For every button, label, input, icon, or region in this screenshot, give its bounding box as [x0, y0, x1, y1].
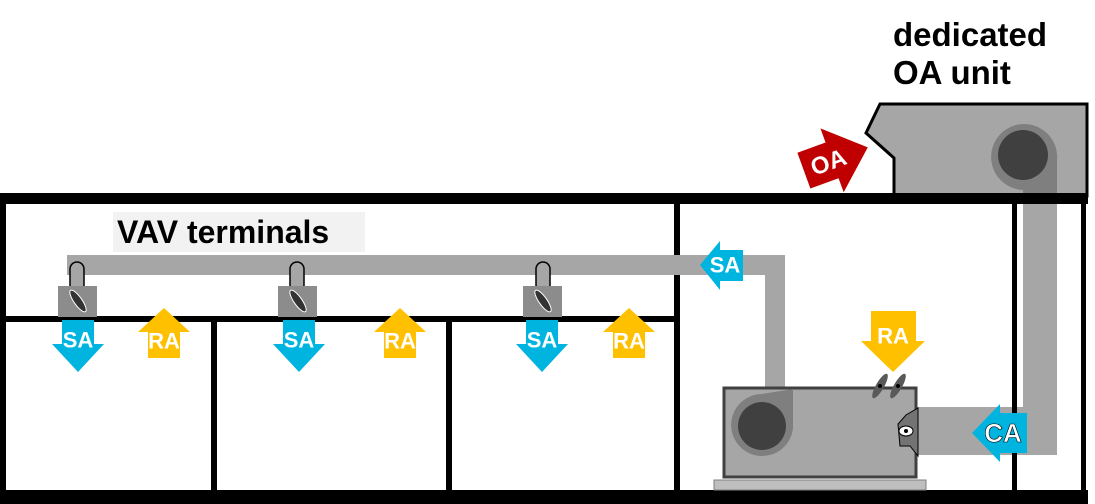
damper-icon	[289, 289, 307, 313]
ra-arrow-down: RA	[861, 311, 925, 372]
sa-arrow-down: SA	[273, 320, 325, 372]
svg-text:SA: SA	[284, 328, 315, 353]
ahu-base	[713, 479, 927, 491]
sa-arrow-down: SA	[516, 320, 568, 372]
ra-arrow-up: RA	[603, 308, 655, 358]
partition-wall	[446, 320, 452, 495]
oa-fan-icon	[998, 130, 1048, 180]
left-wall	[0, 195, 6, 495]
shaft-wall	[1012, 200, 1017, 495]
damper-icon	[534, 289, 552, 313]
svg-text:RA: RA	[148, 329, 180, 354]
return-damper-icon	[872, 373, 906, 399]
roof-line	[0, 193, 1088, 204]
shaft-wall	[1081, 200, 1086, 495]
title-line-2: OA unit	[893, 54, 1011, 91]
oa-arrow: OA	[797, 128, 868, 193]
svg-text:SA: SA	[710, 253, 741, 278]
svg-text:RA: RA	[384, 329, 416, 354]
ceiling-line	[0, 316, 676, 322]
sa-arrow-left: SA	[700, 241, 743, 290]
svg-text:SA: SA	[63, 328, 94, 353]
svg-text:RA: RA	[877, 324, 909, 349]
vav-terminal	[278, 261, 317, 317]
damper-icon	[69, 289, 87, 313]
ca-arrow-left: CA	[972, 404, 1027, 462]
dedicated-oa-unit-title: dedicated OA unit	[893, 16, 1047, 92]
supply-duct-vertical	[765, 255, 785, 390]
svg-text:SA: SA	[527, 328, 558, 353]
ca-damper-icon	[897, 407, 919, 458]
partition-wall	[211, 320, 217, 495]
mechanical-room-wall	[674, 200, 680, 495]
ahu-fan-icon	[738, 402, 786, 450]
svg-text:CA: CA	[984, 418, 1022, 448]
vav-terminals-label: VAV terminals	[113, 212, 365, 252]
svg-text:RA: RA	[613, 329, 645, 354]
vav-terminal	[58, 261, 97, 317]
supply-duct-horizontal	[67, 255, 785, 275]
ra-arrow-up: RA	[374, 308, 426, 358]
floor-line	[0, 490, 1088, 504]
sa-arrow-down: SA	[52, 320, 104, 372]
vav-terminal	[523, 261, 562, 317]
title-line-1: dedicated	[893, 16, 1048, 53]
ra-arrow-up: RA	[138, 308, 190, 358]
